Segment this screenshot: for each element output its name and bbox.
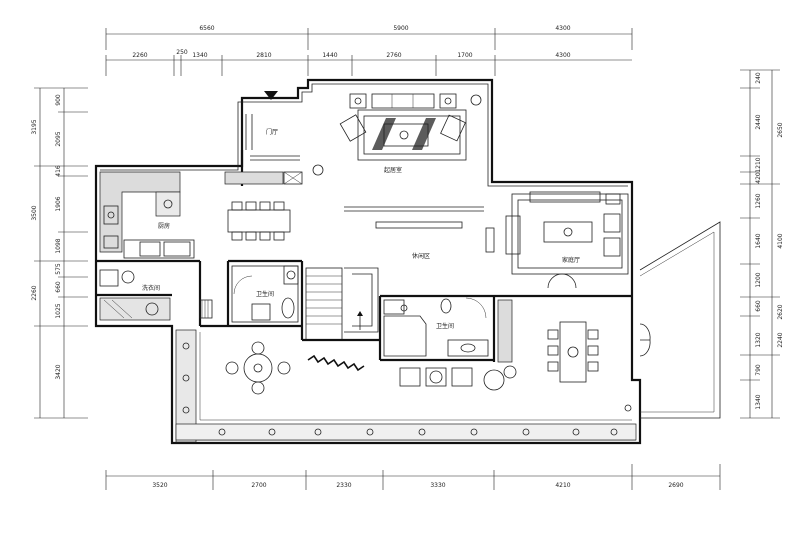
entry-shoe-cabinet xyxy=(224,171,284,185)
dim-top-outer-3: 4300 xyxy=(555,25,570,32)
dim-top-inner-5: 1440 xyxy=(322,52,337,59)
bottom-dimension-chain: 3520 2700 2330 3330 4210 2690 xyxy=(105,464,721,490)
dim-bottom-3: 2330 xyxy=(336,482,351,489)
right-balcony xyxy=(639,221,721,419)
dim-top-inner-4: 2810 xyxy=(256,52,271,59)
entry-arrow-icon xyxy=(264,91,278,100)
dim-left-1: 900 xyxy=(55,94,62,106)
dim-right-10: 790 xyxy=(755,364,762,376)
dim-left-2: 2095 xyxy=(55,131,62,146)
wall-cabinet xyxy=(485,227,495,253)
dim-top-inner-6: 2760 xyxy=(386,52,401,59)
dining-table-main xyxy=(227,201,291,241)
dim-right-outer-3: 2620 xyxy=(777,304,784,319)
family-room xyxy=(505,191,629,289)
dim-top-outer-2: 5900 xyxy=(393,25,408,32)
dim-top-inner-8: 4300 xyxy=(555,52,570,59)
dim-top-inner-7: 1700 xyxy=(457,52,472,59)
dim-left-8: 1025 xyxy=(55,303,62,318)
living-room xyxy=(339,93,482,161)
corridor-cabinet xyxy=(375,221,463,229)
label-corridor: 休闲区 xyxy=(412,252,430,260)
dim-right-11: 1340 xyxy=(755,394,762,409)
living-sofa xyxy=(371,93,435,109)
dim-left-4: 1906 xyxy=(55,196,62,211)
round-table xyxy=(243,353,273,383)
interior-walls xyxy=(96,150,632,362)
dim-bottom-5: 4210 xyxy=(555,482,570,489)
plant-icon xyxy=(312,164,324,176)
dim-bottom-4: 3330 xyxy=(430,482,445,489)
dim-right-7: 1200 xyxy=(755,272,762,287)
label-living: 起居室 xyxy=(384,166,402,174)
label-kitchen: 厨房 xyxy=(158,222,170,230)
side-table xyxy=(349,93,367,109)
dim-top-inner-1: 2260 xyxy=(132,52,147,59)
room-labels: 门厅 起居室 厨房 洗衣间 卫生间 休闲区 家庭厅 卫生间 xyxy=(142,128,580,330)
dim-right-outer-2: 4100 xyxy=(777,233,784,248)
top-dimension-chain: 6560 5900 4300 2260 250 1340 2810 1440 2… xyxy=(105,25,633,76)
wc-2 xyxy=(383,297,513,363)
terrace xyxy=(175,329,637,443)
left-dimension-chain: 3195 3500 2260 900 2095 416 1906 1098 57… xyxy=(31,87,88,419)
dim-right-9: 1320 xyxy=(755,332,762,347)
armchair xyxy=(339,114,367,142)
coffee-table-flower-icon xyxy=(399,130,409,140)
dim-right-2: 2440 xyxy=(755,114,762,129)
label-laundry: 洗衣间 xyxy=(142,284,160,292)
dim-bottom-6: 2690 xyxy=(668,482,683,489)
staircase xyxy=(302,267,380,342)
dim-bottom-1: 3520 xyxy=(152,482,167,489)
dim-left-9: 3420 xyxy=(55,364,62,379)
dim-right-6: 1640 xyxy=(755,233,762,248)
label-entrance: 门厅 xyxy=(266,128,278,136)
dim-right-8: 660 xyxy=(755,300,762,312)
dim-left-5: 1098 xyxy=(55,238,62,253)
dim-right-1: 240 xyxy=(755,72,762,84)
dim-left-7: 660 xyxy=(55,281,62,293)
armchair xyxy=(440,114,466,142)
dim-left-outer-1: 3195 xyxy=(31,119,38,134)
laundry-room xyxy=(99,269,171,321)
entrance-area xyxy=(224,91,324,185)
dim-top-outer-1: 6560 xyxy=(199,25,214,32)
plant-icon xyxy=(470,94,482,106)
right-dimension-chain: 240 2440 1210 420 1260 1640 1200 660 132… xyxy=(740,69,784,419)
dim-right-outer-4: 2240 xyxy=(777,332,784,347)
wc-1 xyxy=(199,265,299,323)
dim-right-4: 420 xyxy=(755,172,762,184)
side-table xyxy=(439,93,457,109)
dining-room-right xyxy=(547,321,651,383)
kitchen-sink xyxy=(103,205,119,225)
dim-left-6: 575 xyxy=(55,263,62,275)
label-wc-2: 卫生间 xyxy=(436,322,454,330)
dim-right-5: 1260 xyxy=(755,193,762,208)
dim-right-3: 1210 xyxy=(755,157,762,172)
dim-top-inner-3: 1340 xyxy=(192,52,207,59)
label-wc-1: 卫生间 xyxy=(256,290,274,298)
label-family: 家庭厅 xyxy=(562,256,580,264)
dim-right-outer-1: 2650 xyxy=(777,122,784,137)
kitchen xyxy=(99,171,195,259)
dim-left-3: 416 xyxy=(55,165,62,177)
dim-bottom-2: 2700 xyxy=(251,482,266,489)
dim-left-outer-3: 2260 xyxy=(31,285,38,300)
dim-left-outer-2: 3500 xyxy=(31,205,38,220)
dim-top-inner-2: 250 xyxy=(176,49,188,56)
